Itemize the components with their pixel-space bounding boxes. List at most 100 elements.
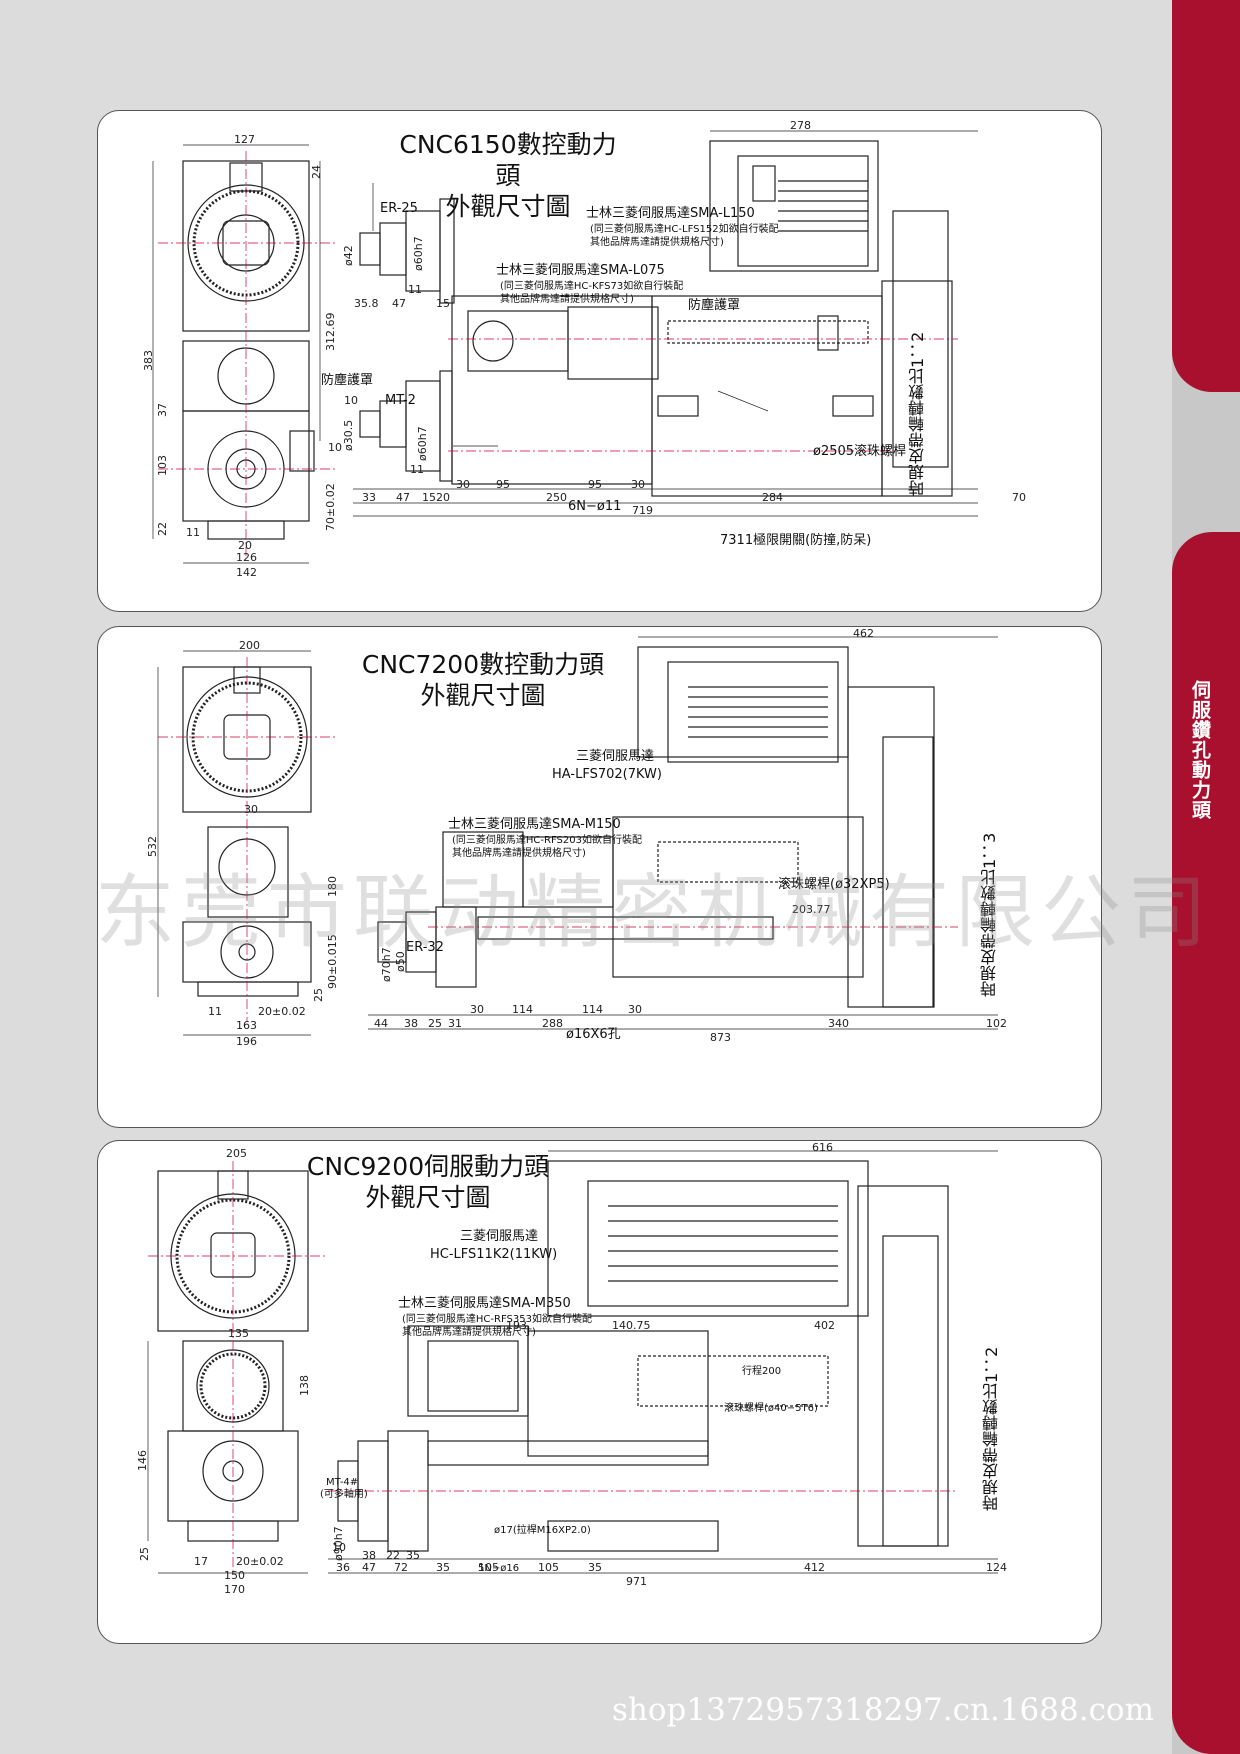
dim-text: 20 (238, 539, 252, 552)
panel-subtitle: 外觀尺寸圖 (420, 681, 546, 710)
dim-text: 288 (542, 1017, 563, 1030)
motor-label-large: 士林三菱伺服馬達SMA-L150 (586, 206, 755, 221)
dim-text: 284 (762, 491, 783, 504)
dim-text: 47 (396, 491, 410, 504)
category-tab-label: 伺服鑽孔動力頭 (1189, 680, 1211, 820)
dim-text: 11 (208, 1005, 222, 1018)
dim-text: 11 (410, 463, 424, 476)
dim-text: 412 (804, 1561, 825, 1574)
dim-text: 250 (546, 491, 567, 504)
dim-text: 127 (234, 133, 255, 146)
dim-text: 170 (224, 1583, 245, 1596)
dim-text: 873 (710, 1031, 731, 1044)
ballscrew-label: ø2505滚珠螺桿 (813, 444, 907, 459)
dim-text: 20±0.02 (258, 1005, 306, 1018)
collet-label: ER-32 (406, 940, 444, 955)
dim-text: 124 (986, 1561, 1007, 1574)
dim-text: 312.69 (324, 312, 337, 352)
dim-text: 35 (436, 1561, 450, 1574)
dim-text: 24 (310, 165, 323, 179)
dim-text: 462 (853, 627, 874, 640)
dim-text: 31 (448, 1017, 462, 1030)
dim-text: 30 (628, 1003, 642, 1016)
dim-text: 95 (588, 478, 602, 491)
holes-label: 5N−ø16 (478, 1563, 520, 1574)
dim-text: 70 (1012, 491, 1026, 504)
dim-text: 135 (228, 1327, 249, 1340)
dim-text: 38 (404, 1017, 418, 1030)
cnc7200-drawing (157, 636, 998, 1036)
dim-text: 193 (506, 1319, 527, 1332)
taper-note: (可多軸用) (320, 1489, 368, 1500)
motor-label-large: 三菱伺服馬達 (460, 1229, 539, 1244)
panel-title: CNC6150數控動力頭 (399, 130, 617, 190)
category-tab-inactive[interactable] (1172, 0, 1240, 392)
dim-text: ø60h7 (416, 426, 429, 461)
dim-text: 971 (626, 1575, 647, 1588)
motor-note: 其他品牌馬達請提供規格尺寸) (590, 237, 724, 248)
dim-text: 196 (236, 1035, 257, 1048)
dust-cover-label: 防塵護罩 (688, 298, 741, 313)
dim-text: ø60h7 (412, 236, 425, 271)
stroke-label: 行程200 (742, 1366, 782, 1377)
dim-text: 150 (224, 1569, 245, 1582)
dim-text: 35 (588, 1561, 602, 1574)
dim-text: 719 (632, 504, 653, 517)
dim-text: 15 (436, 297, 450, 310)
dim-text: 616 (812, 1141, 833, 1154)
dim-text: 103 (156, 455, 169, 476)
cnc9200-drawing (147, 1150, 998, 1574)
dim-text: 35.8 (354, 297, 379, 310)
dim-text: 47 (392, 297, 406, 310)
category-tab-active[interactable] (1172, 532, 1240, 1754)
dim-text: 44 (374, 1017, 388, 1030)
motor-label-large: 三菱伺服馬達 (576, 749, 655, 764)
dim-text: 20±0.02 (236, 1555, 284, 1568)
motor-note: (同三菱伺服馬達HC-RFS203如欲自行裝配 (452, 835, 642, 846)
dim-text: 35 (406, 1549, 420, 1562)
holes-label: 6N−ø11 (568, 499, 622, 514)
dim-text: 38 (362, 1549, 376, 1562)
dim-text: 47 (362, 1561, 376, 1574)
dim-text: 114 (582, 1003, 603, 1016)
dim-text: 105 (478, 1561, 499, 1574)
dim-text: 30 (631, 478, 645, 491)
motor-note: (同三菱伺服馬達HC-KFS73如欲自行裝配 (500, 281, 684, 292)
dim-text: 203.77 (792, 903, 831, 916)
dim-text: 72 (394, 1561, 408, 1574)
dim-text: 22 (386, 1549, 400, 1562)
dim-text: 402 (814, 1319, 835, 1332)
dim-text: 20 (436, 491, 450, 504)
motor-note: (同三菱伺服馬達HC-LFS152如欲自行裝配 (590, 224, 779, 235)
dim-text: 33 (362, 491, 376, 504)
dim-text: 25 (138, 1547, 151, 1561)
dim-text: 10 (328, 441, 342, 454)
dim-text: 70±0.02 (324, 483, 337, 531)
dim-text: 30 (244, 803, 258, 816)
dim-text: ø30.5 (342, 419, 355, 451)
motor-note: 其他品牌馬達請提供規格尺寸) (500, 294, 634, 305)
shop-url: shop1372957318297.cn.1688.com (612, 1692, 1154, 1728)
motor-note: 其他品牌馬達請提供規格尺寸) (452, 848, 586, 859)
taper-label: MT-2 (385, 393, 416, 408)
dim-text: 340 (828, 1017, 849, 1030)
panel-subtitle: 外觀尺寸圖 (445, 192, 571, 221)
dim-text: 126 (236, 551, 257, 564)
motor-label-small: 士林三菱伺服馬達SMA-M150 (448, 817, 621, 832)
motor-label-large-model: HA-LFS702(7KW) (552, 767, 662, 782)
dim-text: 11 (186, 526, 200, 539)
cnc6150-drawing (152, 130, 978, 564)
motor-label-small: 士林三菱伺服馬達SMA-M350 (398, 1296, 571, 1311)
dim-text: 11 (408, 283, 422, 296)
dim-text: 22 (156, 522, 169, 536)
dim-text: 102 (986, 1017, 1007, 1030)
dim-text: 105 (538, 1561, 559, 1574)
dim-text: 36 (336, 1561, 350, 1574)
dim-text: 383 (142, 350, 155, 371)
dim-text: 30 (456, 478, 470, 491)
motor-label-large-model: HC-LFS11K2(11KW) (430, 1247, 558, 1262)
dim-text: 278 (790, 119, 811, 132)
dim-text: 17 (194, 1555, 208, 1568)
drawing-panel-cnc6150: CNC6150數控動力頭 外觀尺寸圖 ER-25 MT-2 士林三菱伺服馬達SM… (97, 110, 1102, 612)
dim-text: 10 (332, 1541, 346, 1554)
